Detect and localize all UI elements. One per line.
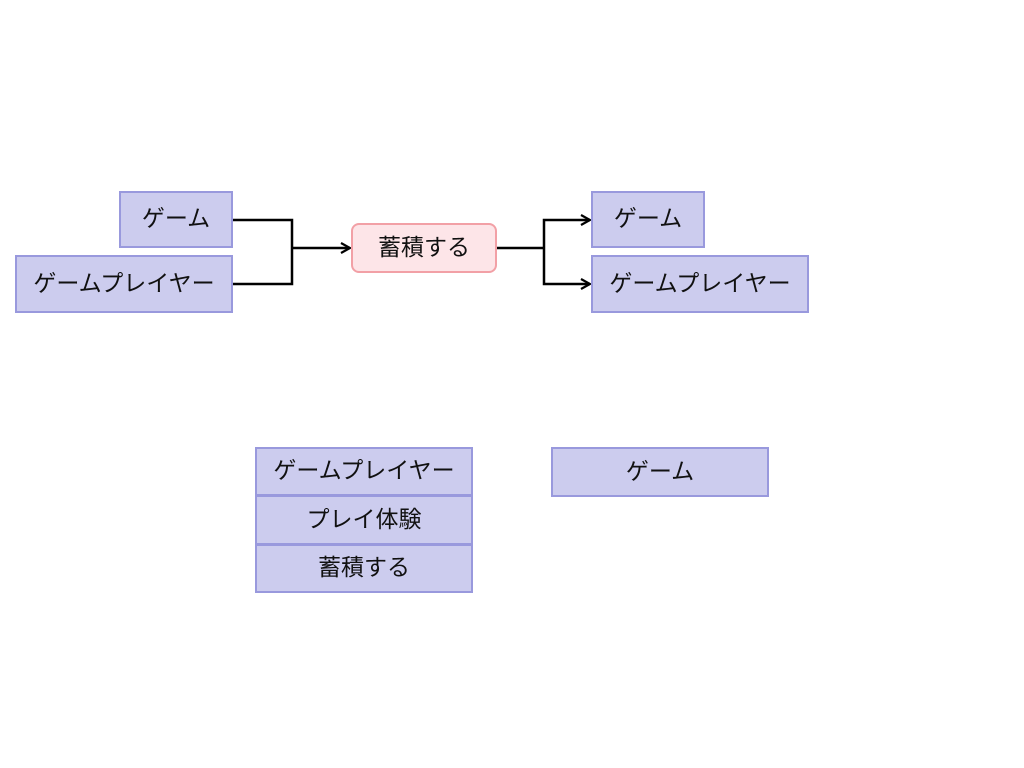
stack-item-accumulate: 蓄積する bbox=[255, 544, 473, 593]
output-node-game: ゲーム bbox=[591, 191, 705, 248]
output-node-game-player: ゲームプレイヤー bbox=[591, 255, 809, 313]
stack-item-play-experience-label: プレイ体験 bbox=[306, 506, 422, 533]
process-node-accumulate-label: 蓄積する bbox=[378, 234, 470, 261]
stack-item-accumulate-label: 蓄積する bbox=[318, 555, 410, 581]
output-node-game-label: ゲーム bbox=[613, 206, 683, 232]
input-node-game-label: ゲーム bbox=[141, 206, 211, 232]
input-node-game-player: ゲームプレイヤー bbox=[15, 255, 233, 313]
input-node-game: ゲーム bbox=[119, 191, 233, 248]
input-node-game-player-label: ゲームプレイヤー bbox=[33, 270, 215, 297]
stack-item-play-experience: プレイ体験 bbox=[255, 495, 473, 545]
output-node-game-player-label: ゲームプレイヤー bbox=[609, 270, 791, 297]
process-node-accumulate: 蓄積する bbox=[351, 223, 497, 273]
connector-input-2 bbox=[232, 248, 294, 286]
connector-output-2 bbox=[542, 248, 590, 284]
connector-input-1 bbox=[232, 218, 294, 248]
standalone-node-game-label: ゲーム bbox=[625, 458, 695, 485]
standalone-node-game: ゲーム bbox=[551, 447, 769, 497]
stack-item-game-player-label: ゲームプレイヤー bbox=[273, 458, 455, 484]
connector-output-1 bbox=[542, 220, 590, 248]
stack-item-game-player: ゲームプレイヤー bbox=[255, 447, 473, 496]
